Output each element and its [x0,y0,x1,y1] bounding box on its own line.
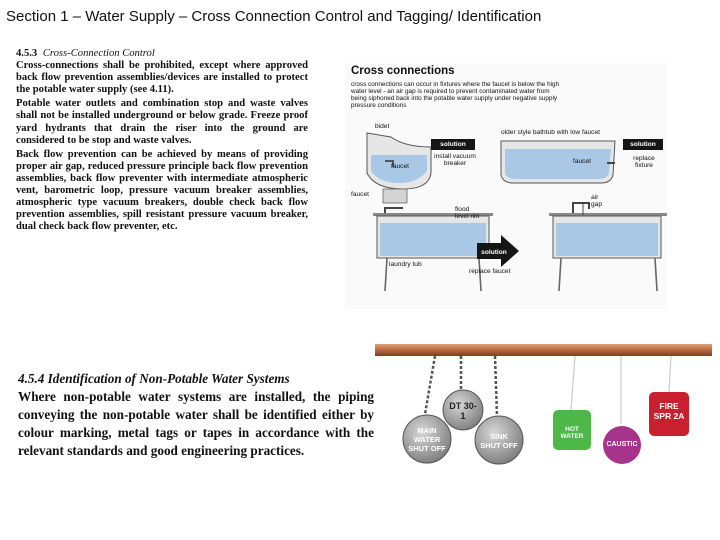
label-air-gap: air gap [591,194,603,208]
label-flood-level-rim: flood level rim [455,206,480,220]
tag-label: DT 30-1 [449,401,477,421]
diagram-description: cross connections can occur in fixtures … [351,81,560,109]
tag-fire [649,392,689,436]
label-install-vacuum-breaker: install vacuum breaker [434,153,476,167]
pipe-tags-photo: MAIN WATER SHUT OFF DT 30-1 SINK SHUT OF… [375,344,712,474]
tag-label: CAUSTIC [606,441,638,448]
paragraph: Potable water outlets and combination st… [16,98,308,146]
tag-label: MAIN WATER SHUT OFF [408,426,446,453]
tag-label: SINK SHUT OFF [480,432,518,450]
tag-label: FIRE SPR 2A [653,401,685,421]
section-heading-text: Cross-Connection Control [42,48,155,59]
cross-connections-diagram: Cross connections cross connections can … [345,63,667,309]
tag-hot-water [553,410,591,450]
label-faucet: faucet [351,191,369,198]
label-faucet: faucet [573,158,591,165]
tag-dt [442,389,484,431]
section-heading: 4.5.3 Cross-Connection Control [16,48,308,60]
label-bidet: bidet [375,123,390,130]
bathtub-drawing [500,140,616,184]
tag-label: HOT WATER [560,426,584,440]
tag-sink [474,415,524,465]
label-replace-fixture: replace fixture [633,155,655,169]
tag-caustic [603,426,641,464]
slide-title: Section 1 – Water Supply – Cross Connect… [6,8,542,25]
section-heading-text: Identification of Non-Potable Water Syst… [47,371,290,386]
label-bathtub: older style bathtub with low faucet [501,129,600,136]
bidet-drawing [366,132,432,204]
section-cross-connection: 4.5.3 Cross-Connection Control Cross-con… [16,48,308,235]
label-laundry-tub: laundry tub [389,261,422,268]
section-non-potable-identification: 4.5.4 Identification of Non-Potable Wate… [18,370,374,460]
section-number: 4.5.3 [16,48,38,59]
label-replace-faucet: replace faucet [469,268,511,275]
section-heading: 4.5.4 Identification of Non-Potable Wate… [18,370,374,388]
solution-box: solution [623,139,663,150]
arrow-icon [477,235,519,267]
tag-main-water [402,414,452,464]
solution-box: solution [431,139,475,150]
solution-box: solution [481,249,507,256]
laundry-tub-drawing [373,207,493,292]
label-faucet: faucet [391,163,409,170]
section-number: 4.5.4 [18,371,45,386]
paragraph: Where non-potable water systems are inst… [18,389,374,458]
pipe-tags-illustration [375,344,712,465]
laundry-tub-drawing [549,202,667,292]
diagram-illustration [366,132,667,292]
copper-pipe [375,344,712,356]
paragraph: Cross-connections shall be prohibited, e… [16,60,308,96]
diagram-title: Cross connections [351,65,455,77]
paragraph: Back flow prevention can be achieved by … [16,148,308,233]
